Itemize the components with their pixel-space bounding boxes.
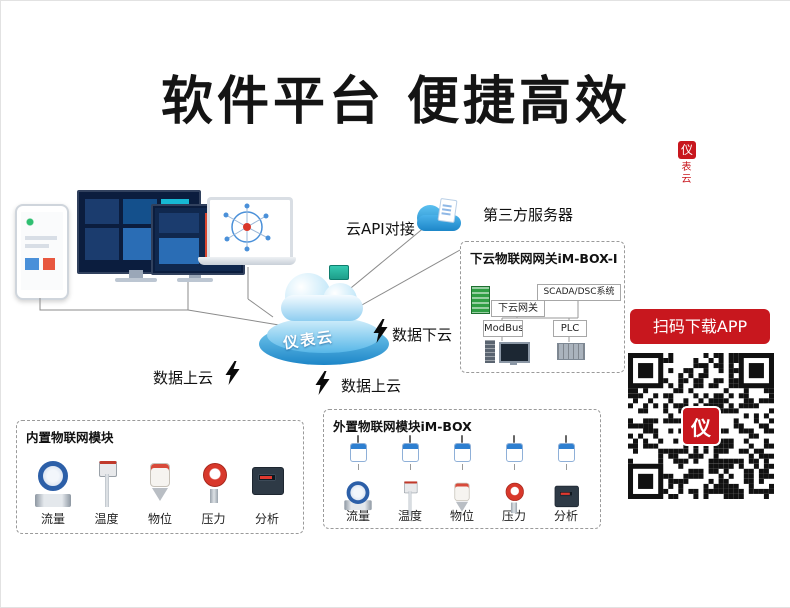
external-slot-level: 物位	[438, 434, 486, 524]
external-items: 流量 温度 物位 压力	[334, 434, 590, 524]
laptop-icon	[207, 197, 293, 260]
external-slot-analysis: 分析	[542, 434, 590, 524]
laptop-base	[198, 257, 296, 265]
data-up-left-label: 数据上云	[153, 369, 214, 387]
iot-module-icon	[453, 435, 471, 462]
temperature-sensor-icon	[94, 461, 120, 507]
gateway-device-icon	[471, 286, 490, 314]
instrument-label: 温度	[94, 512, 119, 526]
module-link-line	[461, 463, 463, 470]
cloud-display-icon	[329, 265, 349, 280]
lightning-icon-down	[373, 319, 388, 343]
gateway-node-plc: PLC	[553, 320, 587, 337]
third-party-cloud-icon	[415, 197, 463, 233]
temperature-sensor-icon	[400, 480, 420, 517]
brand-badge: 仪 表云	[677, 141, 697, 185]
cloud-base-shape	[281, 295, 363, 321]
cloud-platform: 仪表云	[257, 265, 391, 371]
qr-center-logo: 仪	[681, 406, 721, 446]
analyzer-icon	[250, 461, 284, 507]
instrument-label: 分析	[553, 509, 578, 523]
instrument-pressure: 压力	[188, 451, 240, 527]
brand-vertical-text: 表云	[679, 161, 690, 185]
instrument-label: 物位	[449, 509, 474, 523]
gateway-node-scada: SCADA/DSC系统	[537, 284, 621, 301]
analyzer-icon	[553, 481, 579, 510]
plc-module-icon	[557, 343, 585, 360]
iot-module-icon	[401, 435, 419, 462]
gateway-box: 下云物联网网关iM-BOX-I 下云网关 SCADA/DSC系统 ModBus …	[460, 241, 625, 373]
instrument-flow: 流量	[27, 451, 79, 527]
instrument-label: 流量	[40, 512, 65, 526]
workstation-icon	[499, 342, 530, 365]
monitor-stand-2	[189, 271, 201, 279]
instrument-level: 物位	[134, 451, 186, 527]
lightning-icon-up-right	[315, 371, 330, 395]
level-meter-icon	[147, 461, 173, 507]
external-box-title: 外置物联网模块iM-BOX	[333, 419, 472, 434]
instrument-temperature: 温度	[81, 451, 133, 527]
monitor-base-2	[177, 278, 213, 282]
smartphone-screen	[21, 212, 63, 290]
instrument-label: 物位	[147, 512, 172, 526]
gateway-box-title: 下云物联网网关iM-BOX-I	[470, 251, 618, 266]
instrument-analysis: 分析	[241, 451, 293, 527]
gateway-node-modbus: ModBus	[483, 320, 523, 337]
flowmeter-icon	[35, 461, 71, 507]
external-slot-temperature: 温度	[386, 434, 434, 524]
server-tower-icon	[485, 340, 495, 363]
module-link-line	[513, 463, 515, 470]
builtin-box-title: 内置物联网模块	[26, 430, 114, 445]
pressure-transmitter-icon	[201, 461, 227, 507]
network-graphic	[223, 203, 271, 252]
instrument-label: 分析	[254, 512, 279, 526]
gateway-node-gateway: 下云网关	[491, 300, 545, 317]
external-slot-pressure: 压力	[490, 434, 538, 524]
external-box: 外置物联网模块iM-BOX 流量 温度 物位	[323, 409, 601, 529]
instrument-label: 压力	[201, 512, 226, 526]
page-title: 软件平台 便捷高效	[160, 72, 632, 132]
iot-module-icon	[557, 435, 575, 462]
iot-module-icon	[349, 435, 367, 462]
instrument-label: 压力	[501, 509, 526, 523]
flowmeter-icon	[344, 480, 372, 511]
instrument-label: 流量	[345, 509, 370, 523]
module-link-line	[357, 463, 359, 470]
pressure-transmitter-icon	[504, 481, 524, 514]
data-up-right-label: 数据上云	[341, 377, 402, 395]
api-label: 云API对接	[346, 220, 415, 238]
data-down-label: 数据下云	[392, 326, 453, 344]
smartphone-icon	[15, 204, 69, 300]
lightning-icon-up-left	[225, 361, 240, 385]
builtin-box: 内置物联网模块 流量 温度 物位 压力 分析	[16, 420, 304, 534]
builtin-items: 流量 温度 物位 压力 分析	[27, 451, 293, 527]
level-meter-icon	[452, 481, 472, 512]
platform-disc-top	[267, 317, 381, 353]
brand-logo-icon: 仪	[678, 141, 696, 159]
module-link-line	[565, 463, 567, 470]
qr-code: 仪	[628, 353, 774, 499]
qr-code-pattern	[628, 353, 774, 499]
document-icon	[437, 197, 458, 224]
iot-module-icon	[505, 435, 523, 462]
monitor-stand	[129, 270, 143, 279]
third-party-label: 第三方服务器	[483, 206, 574, 224]
download-app-button[interactable]: 扫码下载APP	[630, 309, 770, 344]
module-link-line	[409, 463, 411, 470]
monitor-base	[115, 278, 157, 282]
external-slot-flow: 流量	[334, 434, 382, 524]
